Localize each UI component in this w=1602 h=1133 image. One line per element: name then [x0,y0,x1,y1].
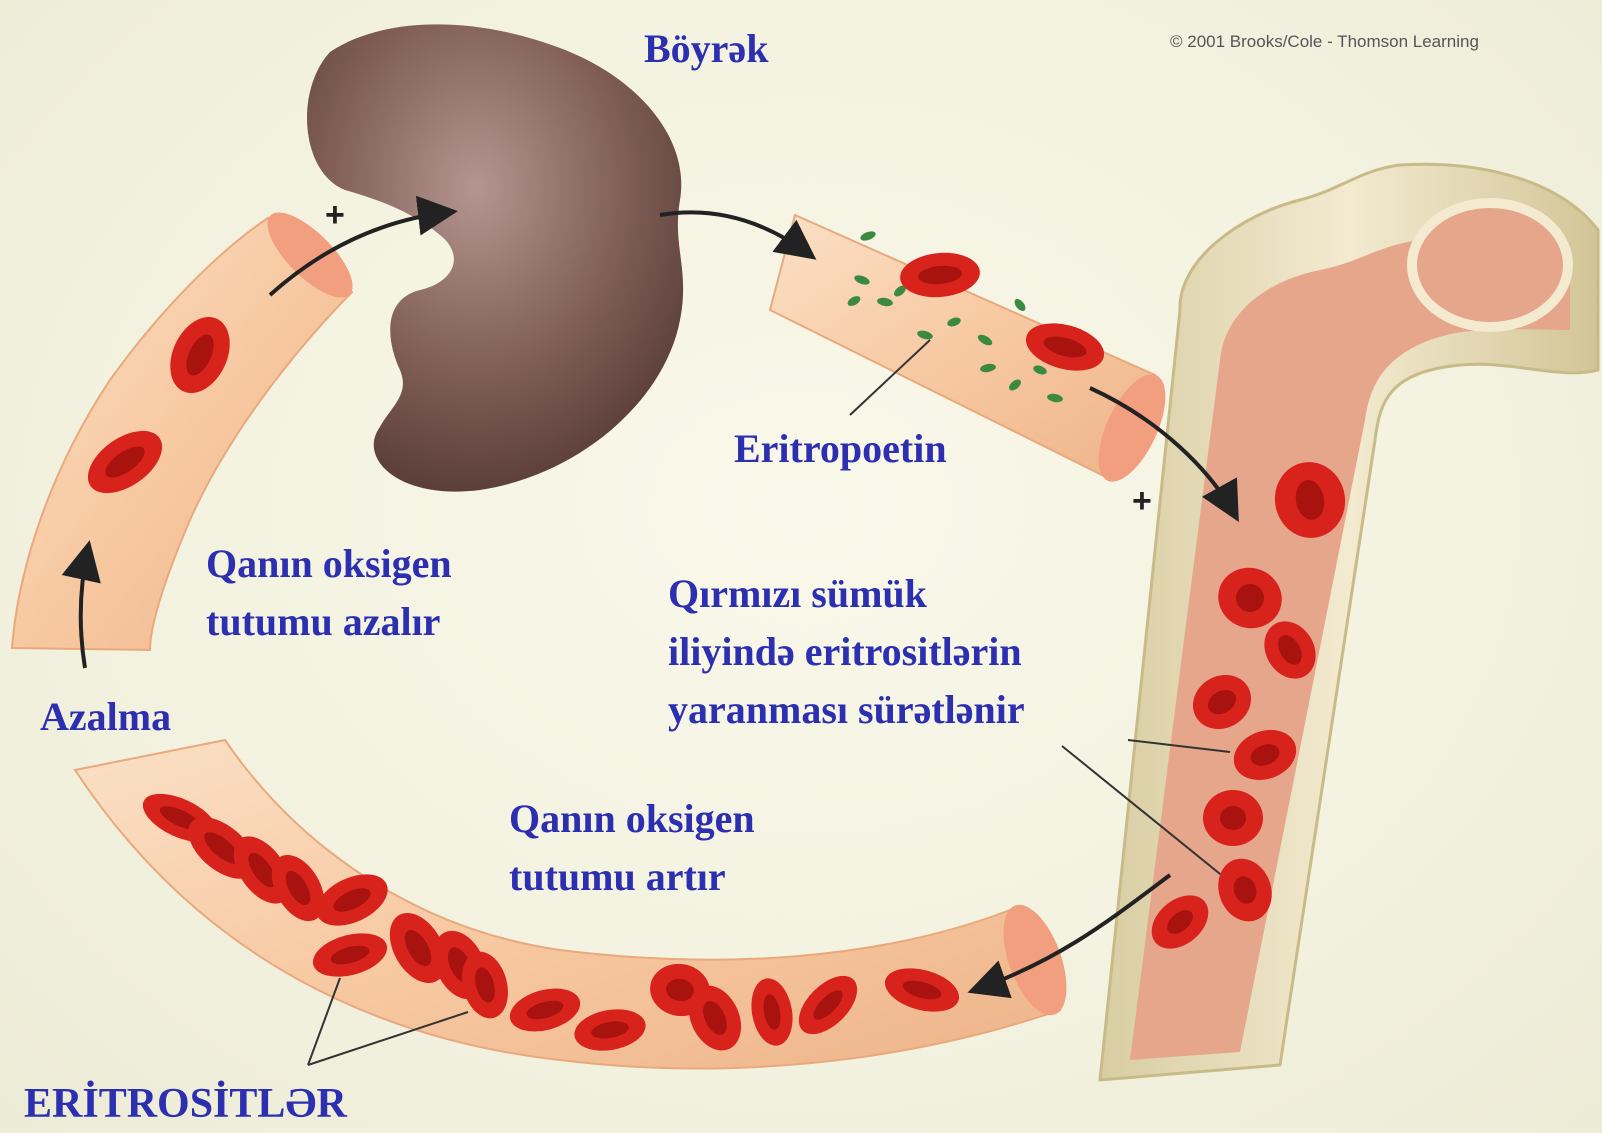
copyright-credit: © 2001 Brooks/Cole - Thomson Learning [1170,32,1479,52]
decrease-label: Azalma [40,688,171,746]
oxygen-decrease-line-2: tutumu azalır [206,593,452,651]
kidney-label: Böyrək [644,20,768,78]
plus-sign-kidney: + [325,196,345,235]
kidney [307,24,683,491]
oxygen-increase-line-1: Qanın oksigen [509,790,755,848]
bone-head [1412,203,1568,327]
epo-dot [1012,297,1027,313]
rbc [1203,790,1263,846]
epo-dot [859,230,877,243]
oxygen-decrease-line-1: Qanın oksigen [206,535,452,593]
oxygen-increase-line-2: tutumu artır [509,848,755,906]
marrow-production-line-3: yaranması sürətlənir [668,681,1025,739]
marrow-production-line-2: iliyində eritrositlərin [668,623,1025,681]
marrow-production-label: Qırmızı sümük iliyində eritrositlərin ya… [668,565,1025,739]
erythropoietin-label: Eritropoetin [734,420,947,478]
oxygen-decrease-label: Qanın oksigen tutumu azalır [206,535,452,651]
marrow-production-line-1: Qırmızı sümük [668,565,1025,623]
oxygen-increase-label: Qanın oksigen tutumu artır [509,790,755,906]
erythrocytes-label: ERİTROSİTLƏR [24,1075,347,1133]
plus-sign-marrow: + [1132,482,1152,521]
